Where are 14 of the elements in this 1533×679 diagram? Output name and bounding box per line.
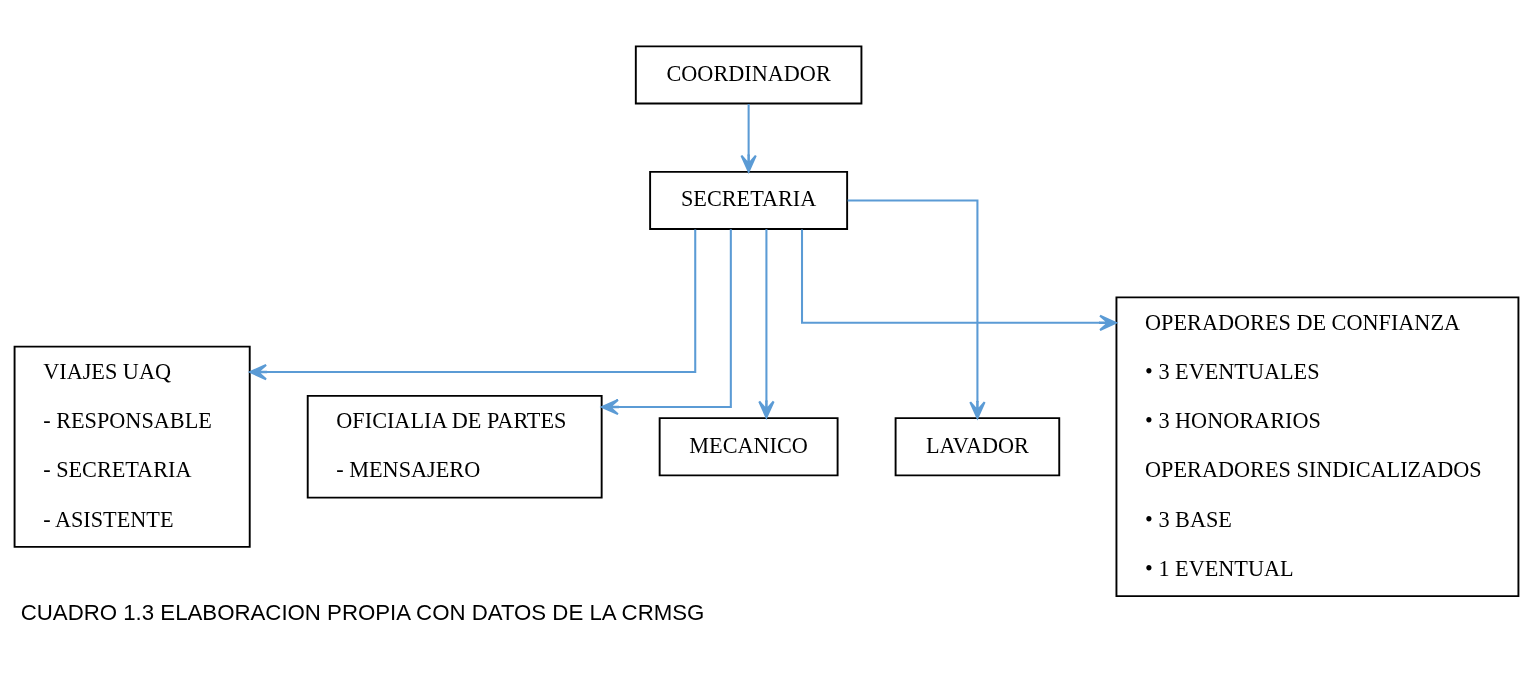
caption: CUADRO 1.3 ELABORACION PROPIA CON DATOS DE LA CRMSG xyxy=(20,600,705,626)
node-box: COORDINADOR xyxy=(634,45,863,105)
node-box: MECANICO xyxy=(658,417,839,477)
arrow xyxy=(601,229,732,416)
arrow xyxy=(800,229,1117,331)
node-box: OPERADORES DE CONFIANZA • 3 EVENTUALES • 3 HONORARIOS OPERADORES SINDICALIZADOS • 3 BASE • 1 EVENTUAL xyxy=(1115,296,1520,598)
node-box: VIAJES UAQ - RESPONSABLE - SECRETARIA - ASISTENTE xyxy=(13,345,251,548)
arrow xyxy=(758,229,775,419)
node-box: OFICIALIA DE PARTES - MENSAJERO xyxy=(306,394,603,499)
node-box: LAVADOR xyxy=(894,417,1061,477)
node-box: SECRETARIA xyxy=(649,170,849,231)
arrow xyxy=(249,229,697,381)
arrow xyxy=(740,104,757,173)
arrow xyxy=(847,199,986,420)
